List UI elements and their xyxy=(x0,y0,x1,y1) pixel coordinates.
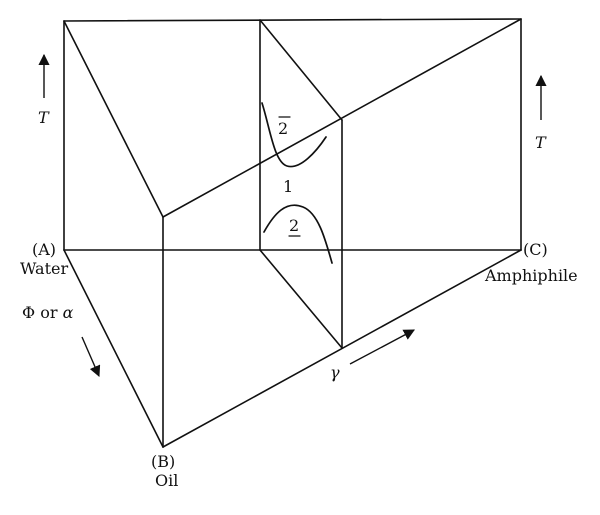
vertex-a-label: (A) xyxy=(32,240,56,259)
vertex-b-label: (B) xyxy=(151,452,175,471)
phi-alpha-label-text: Φ or xyxy=(22,303,63,322)
vertex-c-name: Amphiphile xyxy=(484,266,578,285)
edge-top-left-slant xyxy=(63,20,164,218)
section-bottom-edge xyxy=(259,249,343,349)
upper-phase-curve xyxy=(261,102,327,168)
edge-bottom-left xyxy=(63,249,164,448)
region-middle-label: 1 xyxy=(283,177,293,196)
edge-top-back xyxy=(63,18,522,22)
vertex-a-name: Water xyxy=(20,259,68,278)
region-upper-label: 2 xyxy=(278,119,288,138)
section-plane xyxy=(259,19,343,349)
lower-phase-curve xyxy=(263,204,333,264)
phi-alpha-label: Φ or α xyxy=(22,303,74,322)
vertex-c-label: (C) xyxy=(523,240,548,259)
section-top-edge xyxy=(259,19,343,121)
t-left-label: T xyxy=(38,108,50,127)
alpha-glyph: α xyxy=(63,303,74,322)
gamma-label: γ xyxy=(330,363,340,382)
t-right-label: T xyxy=(535,133,547,152)
region-lower-label: 2 xyxy=(289,216,299,235)
phi-arrow-icon xyxy=(81,336,101,378)
vertex-b-name: Oil xyxy=(155,471,178,490)
edge-top-front xyxy=(162,18,522,218)
gamma-arrow-icon xyxy=(349,329,415,365)
